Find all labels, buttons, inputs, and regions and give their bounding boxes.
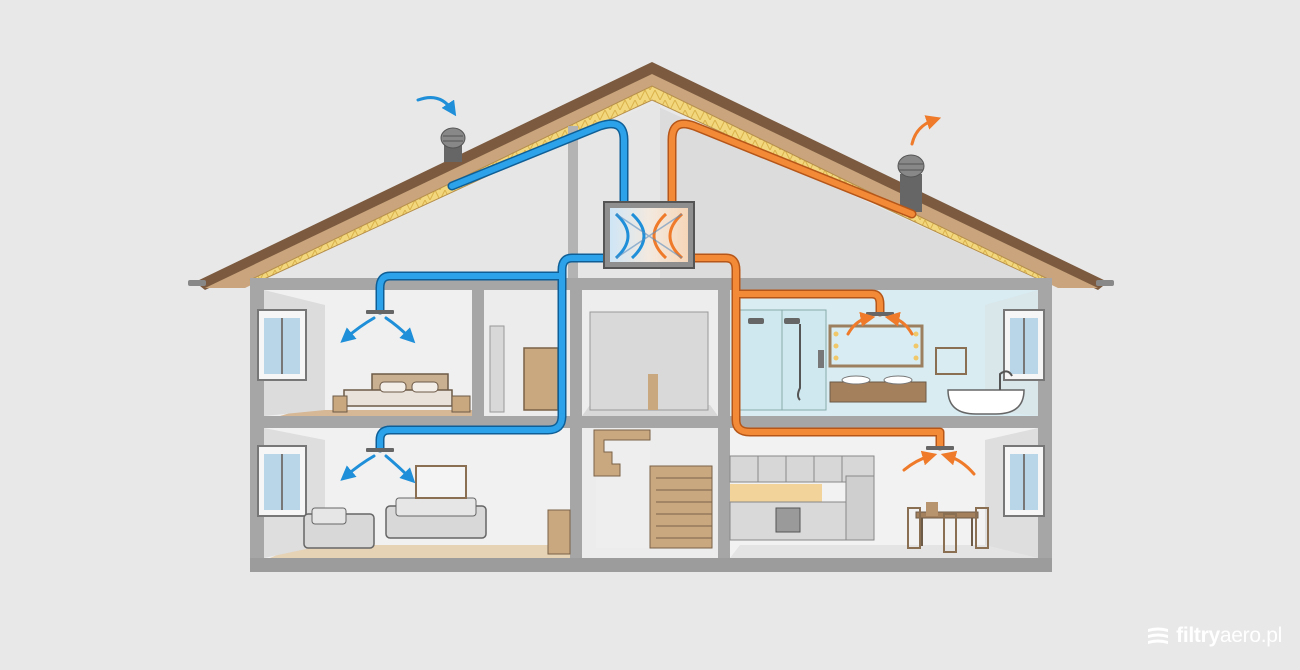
stairs-icon <box>589 311 713 549</box>
shower-icon <box>739 309 827 411</box>
windows <box>257 309 1045 517</box>
sofa-icon <box>303 465 571 555</box>
brand-logo: filtryaero.pl <box>1146 624 1282 648</box>
heat-recovery-unit-icon <box>603 201 695 269</box>
air-flow-arrow-icon <box>340 96 976 484</box>
filter-logo-icon <box>1148 627 1169 644</box>
exhaust-air-ducts <box>667 119 945 451</box>
supply-air-ducts <box>375 119 629 453</box>
kitchen-icon <box>729 455 875 541</box>
door <box>489 325 559 413</box>
bathtub-icon <box>947 370 1025 415</box>
bathroom-vanity <box>828 324 967 403</box>
vent-stack <box>568 126 578 278</box>
bed-icon <box>332 373 471 413</box>
brand-name-bold: filtry <box>1176 624 1220 647</box>
dining-table-icon <box>907 502 989 553</box>
roof-ventilator-icon <box>897 154 925 212</box>
roof-ventilator-icon <box>440 127 466 162</box>
brand-name-light: aero.pl <box>1219 624 1282 647</box>
